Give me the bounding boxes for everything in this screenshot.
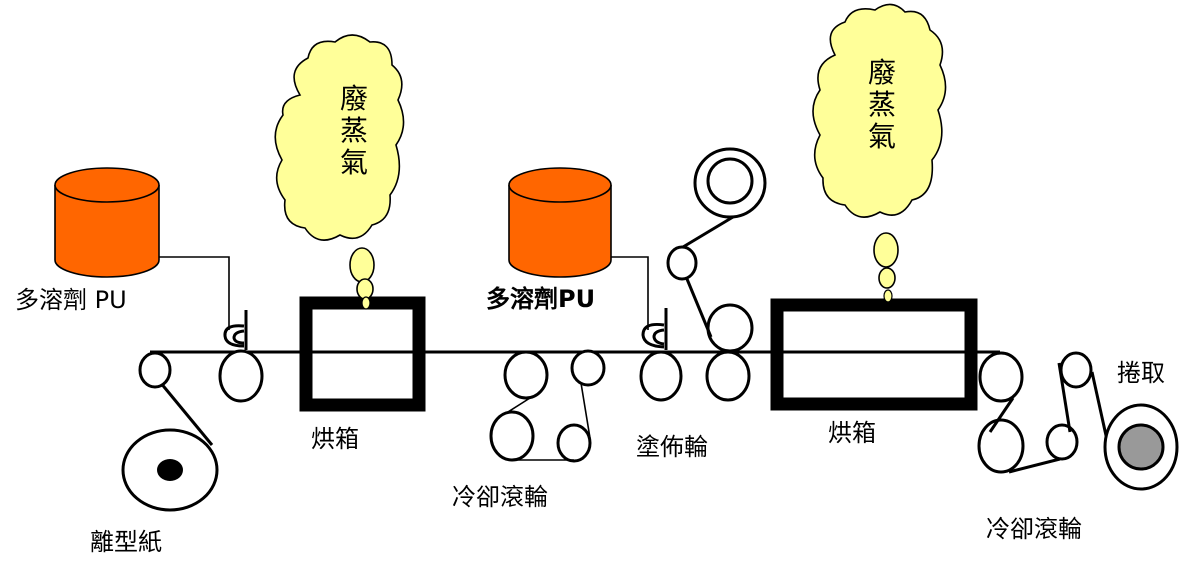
coating-roller-label: 塗佈輪	[636, 433, 708, 461]
cloud-text-char: 氣	[868, 120, 896, 153]
coating-roller	[639, 350, 683, 402]
tank-top	[54, 167, 160, 203]
cloud-body	[812, 3, 947, 218]
pu-puddle	[641, 323, 665, 349]
take-up-roll-core	[1117, 423, 1165, 471]
coating-roller-left	[218, 349, 264, 403]
coating-roller	[705, 350, 751, 402]
cloud-text-char: 蒸	[340, 114, 368, 147]
cloud-body	[274, 34, 405, 241]
cloud-puff	[361, 296, 371, 310]
oven-right: 烘箱	[770, 298, 978, 447]
coating-rollers: 塗佈輪	[636, 147, 767, 461]
belt	[988, 397, 1015, 433]
release-paper-label: 離型紙	[90, 528, 162, 556]
belt	[580, 382, 591, 439]
cooling-roller	[556, 423, 592, 463]
oven-left-frame	[299, 296, 426, 412]
cloud-text-char: 氣	[340, 146, 368, 179]
web-path	[150, 350, 1000, 446]
cooling-rollers-mid-label: 冷卻滾輪	[452, 483, 548, 511]
cooling-rollers-right: 冷卻滾輪	[977, 351, 1109, 543]
cloud-puff	[356, 278, 374, 300]
pu-puddle	[223, 324, 245, 348]
cooling-roller	[1045, 423, 1079, 461]
cooling-roller	[977, 418, 1025, 474]
film-supply-roll-core	[706, 157, 754, 205]
coating-blade-left	[223, 310, 248, 350]
exhaust-cloud-left: 廢 蒸 氣	[274, 34, 405, 310]
guide-roller	[138, 351, 172, 389]
exhaust-cloud-right: 廢 蒸 氣	[812, 3, 947, 303]
guide-roller	[666, 245, 698, 281]
cooling-roller	[1059, 351, 1093, 389]
tank-right-label: 多溶劑PU	[486, 285, 595, 313]
take-up-label: 捲取	[1117, 359, 1165, 387]
release-paper-roll-core	[157, 459, 183, 481]
belt	[1090, 371, 1109, 441]
belt	[507, 397, 531, 413]
oven-left-label: 烘箱	[311, 425, 359, 453]
cooling-roller	[503, 350, 549, 400]
belt	[1057, 362, 1072, 433]
cooling-rollers-right-label: 冷卻滾輪	[986, 515, 1082, 543]
pu-tank-left: 多溶劑 PU	[15, 167, 230, 330]
tank-top	[508, 167, 612, 203]
oven-left: 烘箱	[299, 296, 426, 453]
cloud-puff	[873, 232, 899, 268]
oven-right-label: 烘箱	[828, 419, 876, 447]
film-line	[682, 215, 734, 249]
take-up-roll: 捲取	[1103, 359, 1179, 491]
tank-left-label: 多溶劑 PU	[15, 286, 127, 314]
coating-blade-right	[641, 308, 668, 350]
release-paper-roll: 離型紙	[90, 428, 219, 556]
cloud-text-char: 廢	[340, 82, 368, 115]
tank-body	[54, 185, 160, 278]
cloud-text-char: 蒸	[868, 88, 896, 121]
cooling-roller	[978, 351, 1024, 403]
cloud-puff	[883, 289, 893, 303]
pu-puddle-inner	[652, 328, 665, 346]
tank-body	[508, 185, 612, 278]
cooling-roller	[489, 410, 535, 462]
feed-pipe	[159, 256, 230, 330]
release-paper-feed-line	[158, 381, 214, 446]
cloud-puff	[349, 247, 375, 283]
cloud-text-char: 廢	[868, 56, 896, 89]
cloud-puff	[878, 267, 896, 289]
film-line	[685, 278, 713, 338]
pu-tank-right: 多溶劑PU	[486, 167, 649, 330]
press-roller	[706, 303, 754, 353]
cooling-rollers-mid: 冷卻滾輪	[452, 349, 606, 511]
feed-pipe	[611, 256, 649, 330]
belt	[1008, 457, 1061, 474]
pu-puddle-inner	[232, 329, 245, 345]
oven-right-frame	[770, 298, 978, 411]
cooling-roller	[570, 349, 606, 387]
